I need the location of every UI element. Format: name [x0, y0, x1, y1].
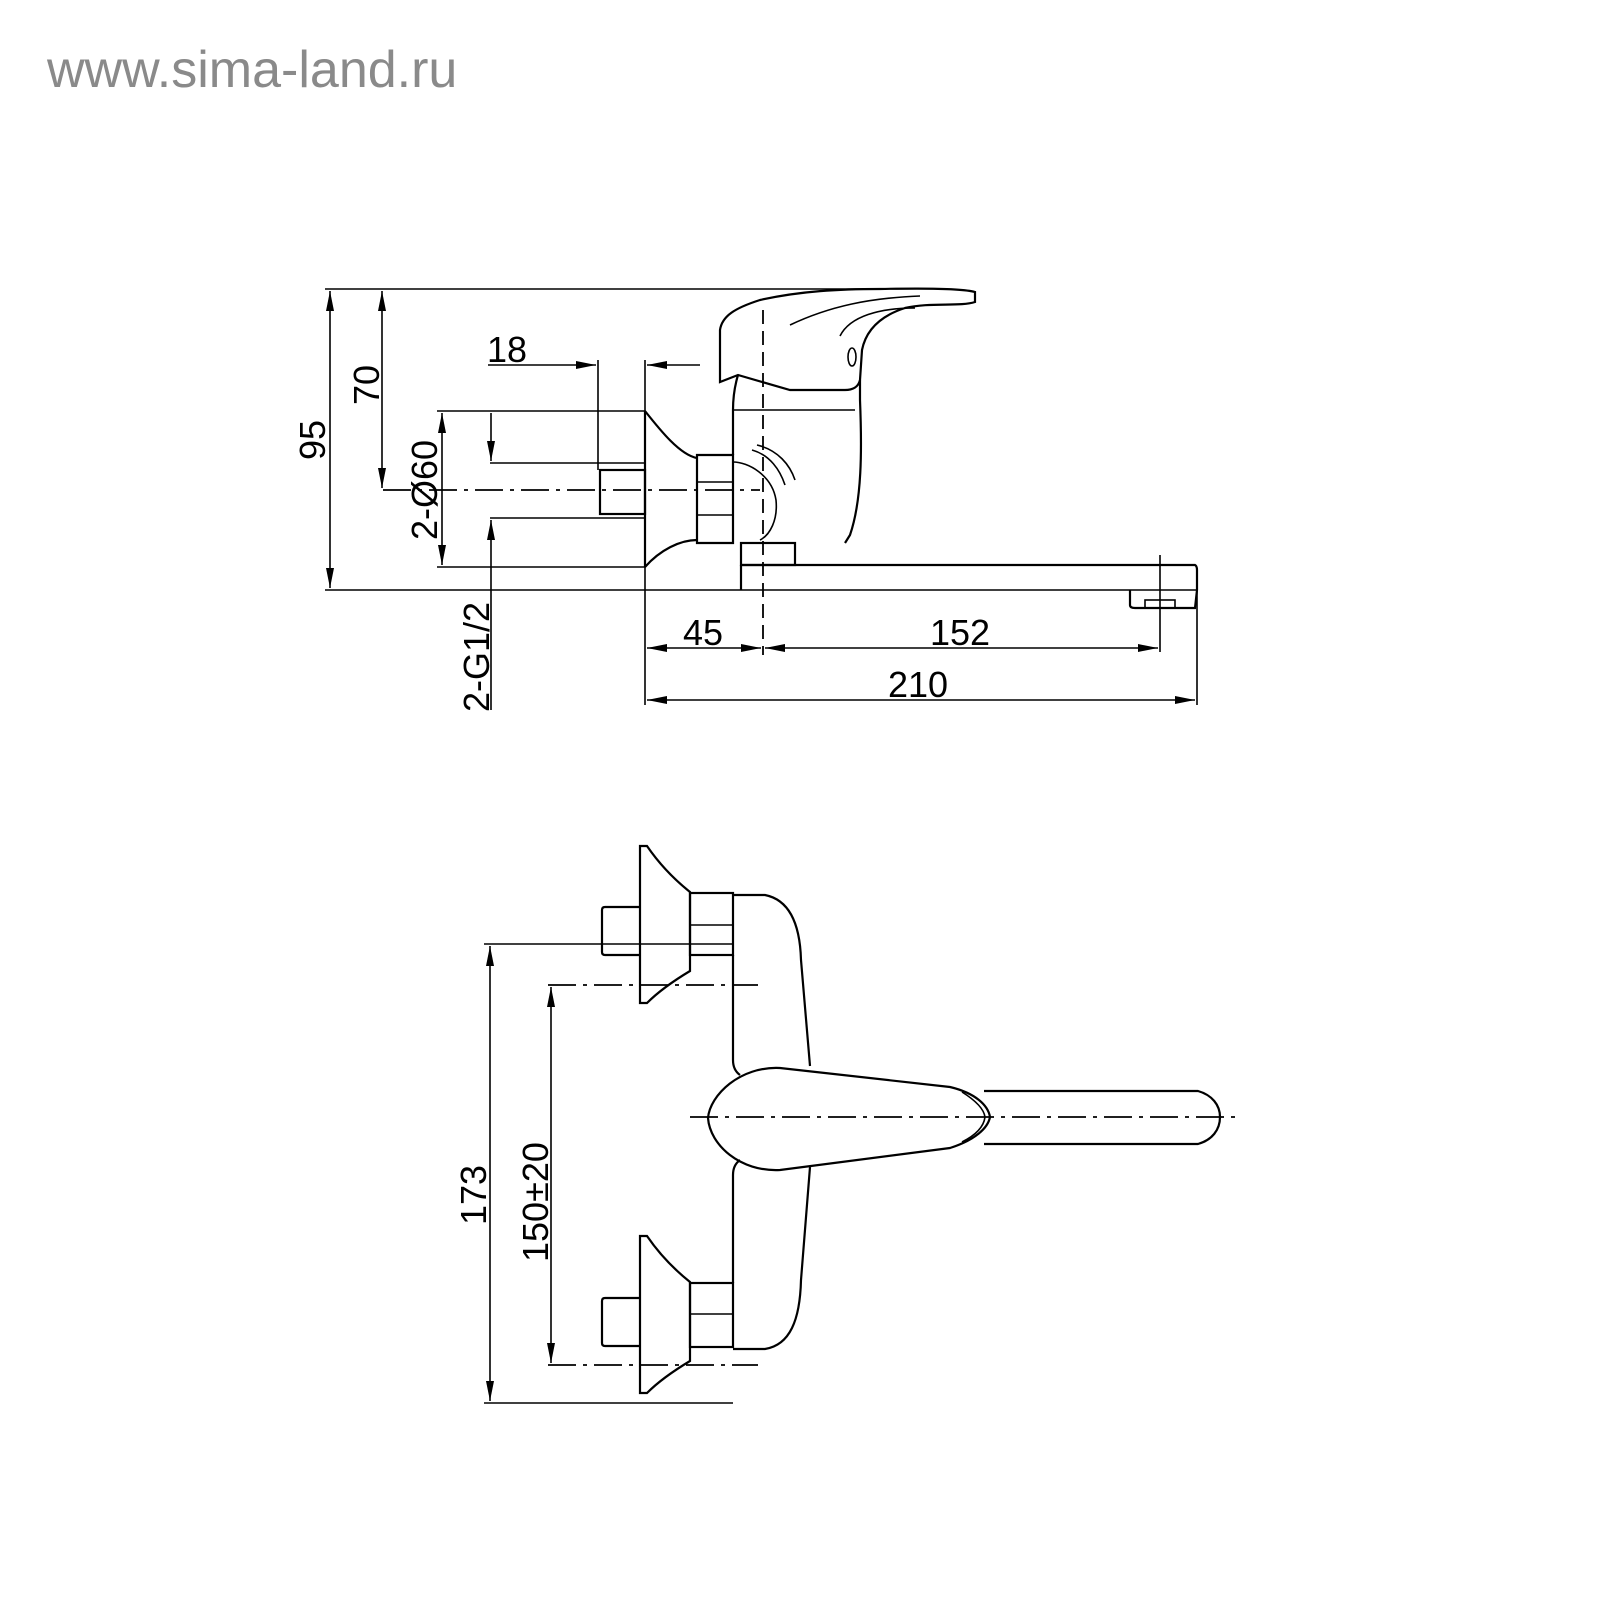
side-view-dimensions: 95 70 2-Ø60 2-G1/2 18 45 152 210 [292, 291, 1198, 712]
dim-flange-depth: 18 [487, 329, 527, 370]
dim-handle-height: 70 [346, 365, 387, 405]
dim-spout-length: 210 [888, 664, 948, 705]
dim-total-height: 95 [292, 420, 333, 460]
watermark-text: www.sima-land.ru [47, 41, 458, 99]
top-view-dimensions: 173 150±20 [453, 943, 733, 1404]
top-view-outline [548, 844, 1240, 1395]
dim-overall-width: 173 [453, 1165, 494, 1225]
top-view: 173 150±20 [453, 844, 1240, 1404]
dim-thread: 2-G1/2 [456, 602, 497, 712]
side-view: 95 70 2-Ø60 2-G1/2 18 45 152 210 [292, 287, 1199, 712]
dim-inlet-spacing: 150±20 [515, 1142, 556, 1262]
side-view-outline [325, 287, 1199, 655]
dim-axis-to-outlet: 152 [930, 612, 990, 653]
dim-wall-to-axis: 45 [683, 612, 723, 653]
dim-flange-diameter: 2-Ø60 [404, 440, 445, 540]
